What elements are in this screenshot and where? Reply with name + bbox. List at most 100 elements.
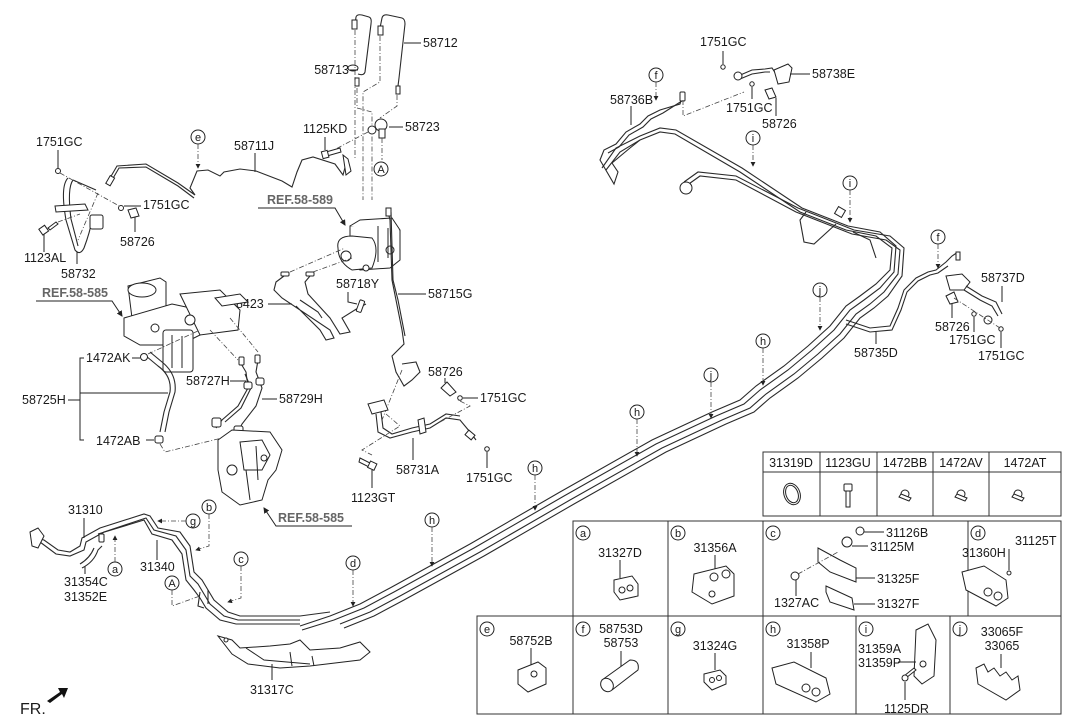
callout-A-letter: A — [377, 164, 385, 176]
clip-part-label: 31126B — [886, 526, 928, 540]
ref-brake-booster[interactable]: REF.58-585 — [278, 511, 344, 525]
tube-fitting-icon — [354, 77, 360, 87]
callout-c-letter: c — [238, 554, 244, 566]
clip-cell-g: g 31324G — [670, 621, 737, 691]
clip-part-label: 1327AC — [774, 596, 819, 610]
rear-brake-line-bundle — [299, 127, 905, 631]
clip-icon — [898, 489, 912, 502]
clip-31359A-icon — [913, 623, 937, 685]
part-label-31310: 31310 — [68, 503, 103, 517]
clip-part-label: 31327D — [598, 546, 642, 560]
bolt-58726-left — [127, 207, 140, 232]
clip-part-label: 31356A — [693, 541, 737, 555]
brake-booster-bracket — [217, 429, 283, 506]
part-label-58715G: 58715G — [428, 287, 472, 301]
clip-part-label: 31324G — [693, 639, 737, 653]
clip-cell-a: a 31327D — [575, 525, 642, 601]
brake-tube-58735D — [845, 251, 961, 333]
part-label-58723: 58723 — [405, 120, 440, 134]
hose-clamp-icon — [417, 417, 427, 435]
clip-33065-icon — [975, 663, 1021, 701]
washer-icon — [457, 395, 463, 401]
bolt-icon — [843, 483, 853, 508]
washer-icon — [118, 205, 124, 211]
part-label-1472AK: 1472AK — [86, 351, 131, 365]
bolt-58726-center — [440, 378, 457, 397]
part-label-1751GC-center-1: 1751GC — [480, 391, 527, 405]
clip-31360H-icon — [961, 565, 1009, 607]
callout-d-letter: d — [350, 558, 356, 570]
part-label-1751GC-top-right: 1751GC — [700, 35, 747, 49]
tube-fitting-icon — [29, 527, 45, 549]
part-label-58726-top-right: 58726 — [762, 117, 797, 131]
clip-cell-i: i 31359A 31359P 1125DR — [858, 621, 937, 716]
hardware-col-header: 1472BB — [883, 456, 927, 470]
clip-part-label: 58752B — [509, 634, 552, 648]
clip-cell-b: b 31356A — [670, 525, 737, 605]
hose-clamp-icon — [140, 353, 148, 361]
part-label-31354C: 31354C — [64, 575, 108, 589]
front-arrow-icon — [47, 688, 68, 703]
hardware-col-header: 1472AT — [1004, 456, 1047, 470]
clip-31325F-icon — [817, 547, 857, 583]
part-label-1123GT: 1123GT — [351, 491, 396, 505]
vacuum-hose-58725H — [140, 329, 231, 453]
part-label-58718Y: 58718Y — [336, 277, 380, 291]
part-label-31317C: 31317C — [250, 683, 294, 697]
part-label-58727H: 58727H — [186, 374, 230, 388]
part-label-1125KD: 1125KD — [303, 122, 347, 136]
clip-cell-d: d 31125T 31360H — [961, 525, 1057, 607]
callout-f-letter: f — [936, 232, 940, 244]
callout-b-letter: b — [206, 502, 212, 514]
clip-part-label: 31359A — [858, 642, 902, 656]
callout-h-letter: h — [634, 407, 640, 419]
bolt-icon — [945, 291, 959, 305]
ref-master-cylinder[interactable]: REF.58-585 — [42, 286, 108, 300]
clip-part-label: 1125DR — [884, 702, 929, 716]
clip-part-label: 58753D — [599, 622, 643, 636]
brake-tubes-58713-58712 — [347, 14, 406, 200]
front-direction-label: FR. — [20, 701, 46, 718]
brake-hose-58731A — [361, 399, 477, 456]
part-label-58713: 58713 — [314, 63, 349, 77]
brake-tubes-58423-58718Y — [273, 247, 367, 341]
hose-bracket-icon — [89, 214, 104, 230]
clip-cell-letter: h — [770, 624, 776, 636]
part-label-58735D: 58735D — [854, 346, 898, 360]
washer-icon — [484, 446, 490, 452]
clip-cell-letter: f — [581, 624, 585, 636]
callout-h-letter: h — [760, 336, 766, 348]
clip-31327D-icon — [613, 575, 639, 601]
part-label-1123AL: 1123AL — [24, 251, 66, 265]
ref-abs-module[interactable]: REF.58-589 — [267, 193, 333, 207]
clip-cell-letter: e — [484, 624, 490, 636]
callout-a-letter: a — [112, 564, 119, 576]
part-label-58736B: 58736B — [610, 93, 653, 107]
clip-icon — [954, 489, 968, 502]
clip-cell-f: f 58753D 58753 — [575, 621, 643, 693]
part-label-58738E: 58738E — [812, 67, 855, 81]
bolt-1125KD — [320, 137, 342, 160]
master-cylinder-reservoir — [123, 277, 250, 373]
part-label-58726-center: 58726 — [428, 365, 463, 379]
clip-58752B-icon — [517, 661, 547, 693]
callout-i-letter: i — [752, 133, 754, 145]
washer-icon — [749, 81, 755, 87]
part-label-1751GC-center-2: 1751GC — [466, 471, 513, 485]
part-label-58726-left: 58726 — [120, 235, 155, 249]
part-label-1751GC-right-1: 1751GC — [949, 333, 996, 347]
callout-j-letter: j — [709, 370, 712, 382]
hardware-col-header: 31319D — [769, 456, 813, 470]
tube-fitting-icon — [679, 181, 693, 195]
part-label-58712: 58712 — [423, 36, 458, 50]
clip-part-label: 31125M — [870, 540, 914, 554]
callout-g-letter: g — [190, 516, 196, 528]
part-label-58731A: 58731A — [396, 463, 440, 477]
clip-31327F-icon — [825, 585, 855, 611]
clip-part-label: 31327F — [877, 597, 920, 611]
bolt-icon — [764, 87, 777, 100]
brake-hose-58732 — [54, 168, 124, 254]
clip-cell-letter: i — [865, 624, 867, 636]
clip-cell-letter: a — [580, 528, 587, 540]
